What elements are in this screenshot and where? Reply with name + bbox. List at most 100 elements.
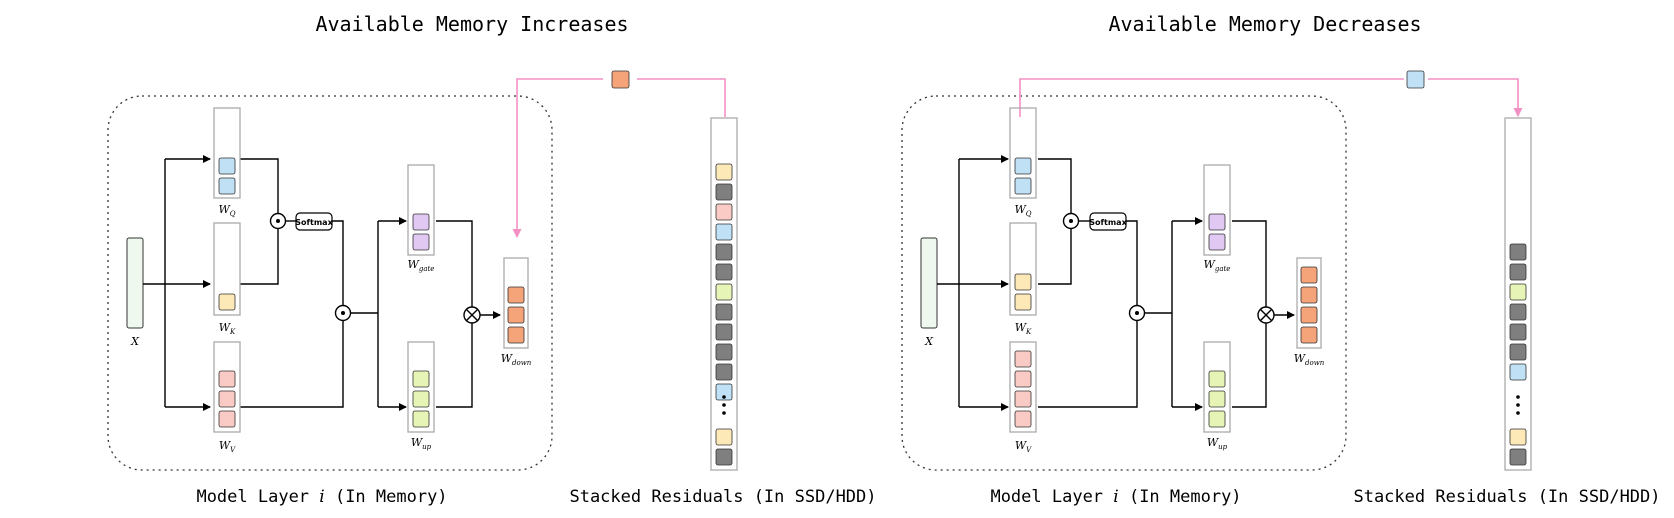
left-wq-label: WQ: [218, 203, 235, 218]
right-stack-block: [1509, 448, 1527, 466]
left-wv-block: [218, 390, 236, 408]
left-wup-blocks: [412, 370, 430, 428]
right-x-label: X: [924, 335, 934, 348]
left-stack-block: [715, 203, 733, 221]
left-wk-block: [218, 293, 236, 311]
left-wk-tube: [213, 222, 241, 316]
left-wq-blocks: [218, 157, 236, 195]
right-stack-block: [1509, 263, 1527, 281]
right-x-input: [920, 237, 938, 329]
right-wdown-blocks: [1300, 266, 1318, 344]
right-wup-block: [1208, 410, 1226, 428]
right-stack-block: [1509, 428, 1527, 446]
left-stack-block: [715, 183, 733, 201]
right-wup-tube: [1203, 341, 1231, 433]
left-wup-tube: [407, 341, 435, 433]
left-stack-block: [715, 263, 733, 281]
right-wq-label: WQ: [1014, 203, 1031, 218]
left-wk-blocks: [218, 293, 236, 311]
right-pink-transfer-arrow: [1019, 78, 1523, 117]
left-wv-label: WV: [219, 439, 236, 454]
right-stack-blocks: [1509, 243, 1527, 466]
left-wq-block: [218, 177, 236, 195]
left-wgate-tube: [407, 164, 435, 256]
right-stack-block: [1509, 343, 1527, 361]
right-wgate-block: [1208, 213, 1226, 231]
right-stack-ellipsis: [1516, 395, 1520, 415]
left-wq-block: [218, 157, 236, 175]
left-softmax-label: Softmax: [295, 218, 333, 227]
right-stack-tube: [1504, 117, 1532, 471]
right-layer-caption: Model Layer i (In Memory): [990, 487, 1241, 507]
left-dot-operator-1: [269, 212, 287, 230]
right-wup-block: [1208, 370, 1226, 388]
left-wdown-block: [507, 326, 525, 344]
right-wdown-tube: [1296, 257, 1322, 349]
left-wgate-label: Wgate: [408, 258, 435, 273]
left-stack-tube: [710, 117, 738, 471]
left-stack-block: [715, 303, 733, 321]
right-wv-tube: [1009, 341, 1037, 433]
left-pink-transfer-arrow: [512, 78, 726, 238]
left-stack-block: [715, 448, 733, 466]
right-connections: [937, 155, 1295, 411]
left-wk-label: WK: [219, 321, 236, 336]
left-wq-tube: [213, 107, 241, 199]
right-wv-block: [1014, 370, 1032, 388]
left-stack-block: [715, 323, 733, 341]
left-connections: [143, 155, 501, 411]
right-wq-tube: [1009, 107, 1037, 199]
right-dot-operator-1: [1062, 212, 1080, 230]
left-stack-block: [715, 163, 733, 181]
left-title: Available Memory Increases: [315, 12, 628, 36]
left-model-layer-box: [107, 95, 553, 471]
right-stack-caption: Stacked Residuals (In SSD/HDD): [1353, 487, 1660, 507]
left-stack-block: [715, 383, 733, 401]
left-wup-block: [412, 410, 430, 428]
right-wv-block: [1014, 410, 1032, 428]
left-layer-caption: Model Layer i (In Memory): [196, 487, 447, 507]
right-wk-label: WK: [1015, 321, 1032, 336]
left-wv-tube: [213, 341, 241, 433]
left-stack-ellipsis: [722, 395, 726, 415]
right-wgate-blocks: [1208, 213, 1226, 251]
left-wdown-tube: [503, 257, 529, 349]
right-wk-tube: [1009, 222, 1037, 316]
left-stack-block: [715, 243, 733, 261]
right-stack-block: [1509, 323, 1527, 341]
left-stack-blocks: [715, 163, 733, 466]
right-wgate-label: Wgate: [1204, 258, 1231, 273]
left-wup-block: [412, 390, 430, 408]
right-moving-block: [1406, 70, 1425, 89]
right-wgate-tube: [1203, 164, 1231, 256]
left-stack-block: [715, 283, 733, 301]
right-stack-block: [1509, 243, 1527, 261]
left-wdown-label: Wdown: [501, 352, 532, 367]
right-wup-blocks: [1208, 370, 1226, 428]
left-moving-block: [611, 70, 630, 89]
left-panel: Available Memory Increases X: [107, 12, 877, 507]
left-wv-block: [218, 370, 236, 388]
right-wup-block: [1208, 390, 1226, 408]
right-wv-block: [1014, 390, 1032, 408]
left-softmax-box: Softmax: [295, 212, 334, 231]
right-wdown-block: [1300, 326, 1318, 344]
right-wdown-block: [1300, 306, 1318, 324]
left-stack-block: [715, 428, 733, 446]
right-multiply-operator: [1257, 306, 1275, 324]
left-wup-block: [412, 370, 430, 388]
left-wgate-block: [412, 233, 430, 251]
left-x-input: [126, 237, 144, 329]
right-wdown-block: [1300, 286, 1318, 304]
left-x-label: X: [130, 335, 140, 348]
right-softmax-box: Softmax: [1089, 212, 1128, 231]
right-wq-block: [1014, 177, 1032, 195]
left-stack-caption: Stacked Residuals (In SSD/HDD): [569, 487, 876, 507]
left-wdown-block: [507, 286, 525, 304]
right-dot-operator-2: [1128, 304, 1146, 322]
right-stack-block: [1509, 303, 1527, 321]
right-wv-label: WV: [1015, 439, 1032, 454]
right-wk-block: [1014, 273, 1032, 291]
right-title: Available Memory Decreases: [1108, 12, 1421, 36]
left-stack-block: [715, 343, 733, 361]
